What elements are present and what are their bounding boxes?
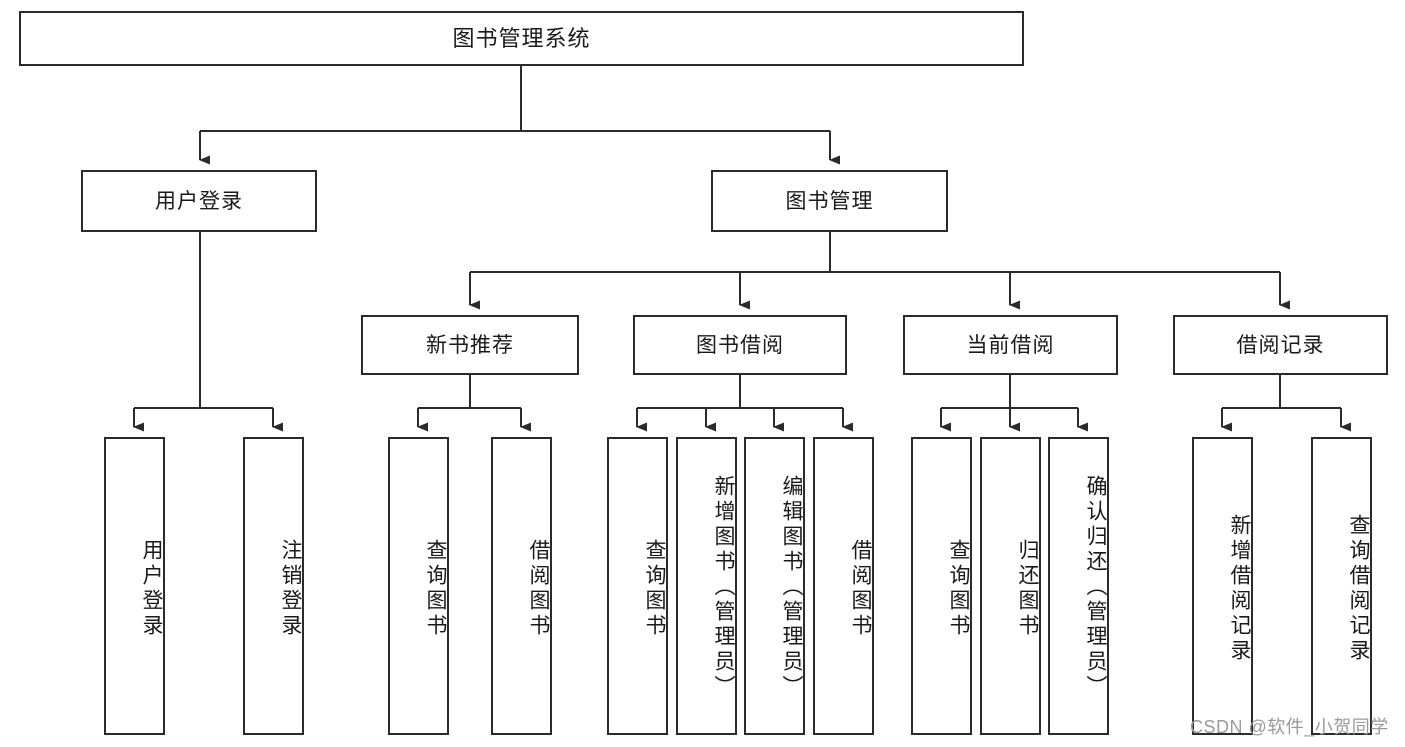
node-label: 查询图书 (947, 539, 970, 639)
leaf-logout-login[interactable]: 注销登录 (243, 437, 304, 735)
node-label: 用户登录 (155, 189, 243, 213)
leaf-user-login[interactable]: 用户登录 (104, 437, 165, 735)
node-new-book-recommend[interactable]: 新书推荐 (361, 315, 579, 375)
node-label: 图书借阅 (696, 333, 784, 357)
node-label: 查询图书 (424, 539, 447, 639)
node-label: 借阅记录 (1236, 333, 1325, 357)
node-label: 借阅图书 (849, 539, 872, 639)
node-label: 图书管理 (785, 189, 874, 213)
leaf-query-book-borrow[interactable]: 查询图书 (607, 437, 668, 735)
node-label: 新增图书（管理员） (712, 474, 735, 700)
leaf-borrow-book-newbook[interactable]: 借阅图书 (491, 437, 552, 735)
node-label: 确认归还（管理员） (1084, 474, 1107, 700)
node-label: 用户登录 (140, 539, 163, 639)
node-book-management-system[interactable]: 图书管理系统 (19, 11, 1024, 66)
leaf-add-borrow-record[interactable]: 新增借阅记录 (1192, 437, 1253, 735)
node-label: 新增借阅记录 (1228, 514, 1251, 664)
leaf-query-book-current[interactable]: 查询图书 (911, 437, 972, 735)
node-user-login[interactable]: 用户登录 (81, 170, 317, 232)
leaf-confirm-return-admin[interactable]: 确认归还（管理员） (1048, 437, 1109, 735)
node-current-borrow[interactable]: 当前借阅 (903, 315, 1118, 375)
leaf-edit-book-admin[interactable]: 编辑图书（管理员） (744, 437, 805, 735)
node-book-management[interactable]: 图书管理 (711, 170, 948, 232)
node-label: 查询借阅记录 (1347, 514, 1370, 664)
node-label: 借阅图书 (527, 539, 550, 639)
node-label: 当前借阅 (966, 333, 1055, 357)
node-label: 归还图书 (1016, 539, 1039, 639)
leaf-query-book-newbook[interactable]: 查询图书 (388, 437, 449, 735)
leaf-add-book-admin[interactable]: 新增图书（管理员） (676, 437, 737, 735)
leaf-query-borrow-record[interactable]: 查询借阅记录 (1311, 437, 1372, 735)
node-label: 查询图书 (643, 539, 666, 639)
node-label: 图书管理系统 (452, 25, 591, 51)
leaf-borrow-book-borrow[interactable]: 借阅图书 (813, 437, 874, 735)
watermark-text: CSDN @软件_小贺同学 (1190, 717, 1389, 737)
node-label: 编辑图书（管理员） (780, 474, 803, 700)
node-borrow-record[interactable]: 借阅记录 (1173, 315, 1388, 375)
node-label: 注销登录 (279, 539, 302, 639)
node-book-borrow[interactable]: 图书借阅 (633, 315, 847, 375)
node-label: 新书推荐 (426, 333, 514, 357)
leaf-return-book[interactable]: 归还图书 (980, 437, 1041, 735)
